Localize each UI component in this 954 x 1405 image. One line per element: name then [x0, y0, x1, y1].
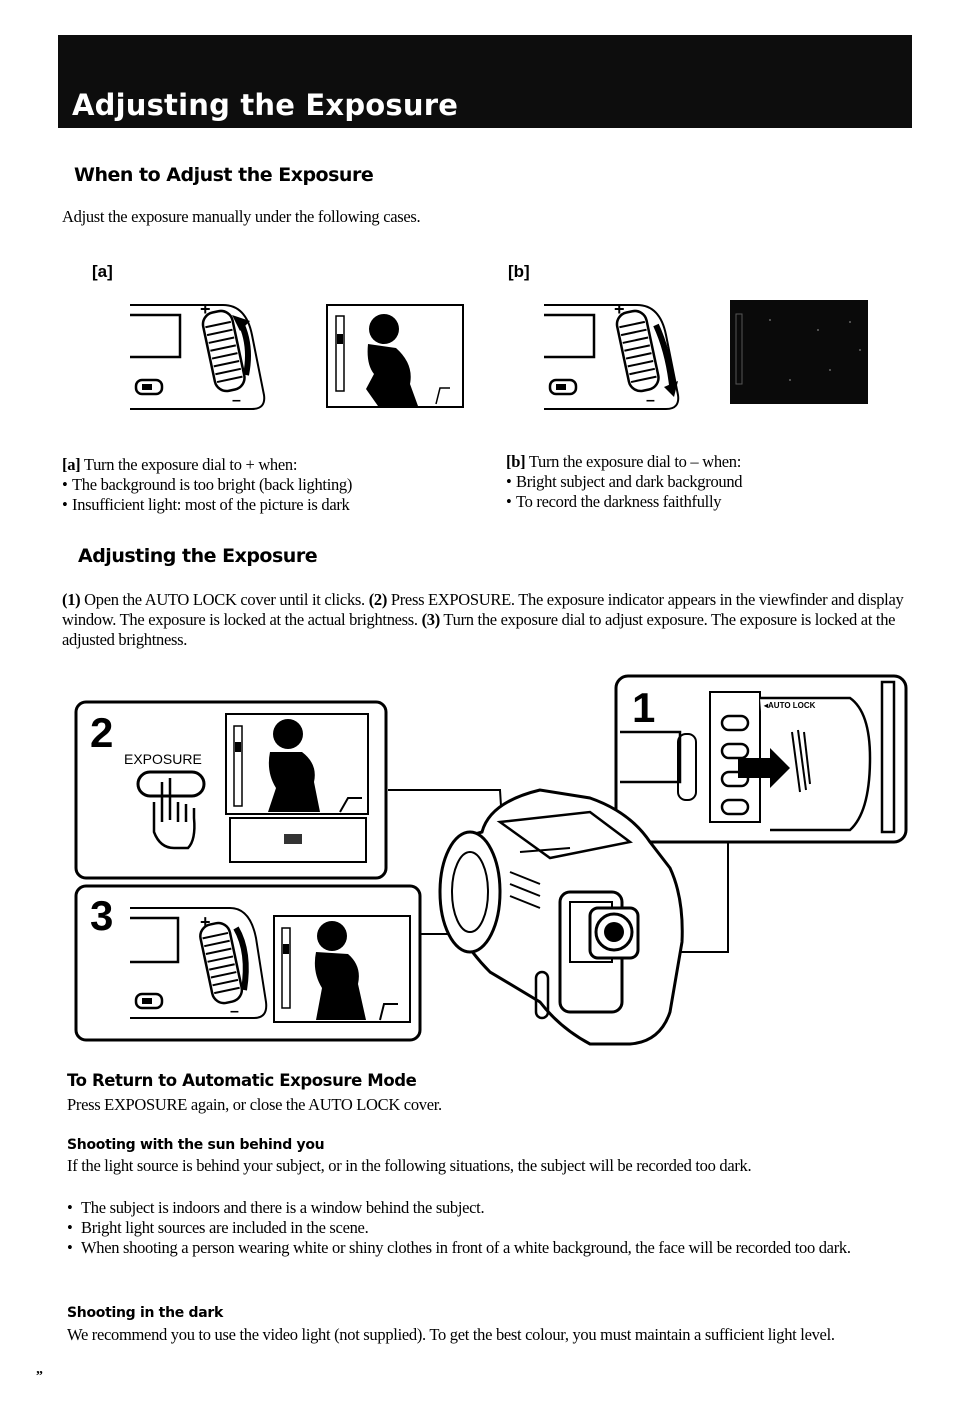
dark-scene-viewfinder [730, 300, 868, 404]
step-3-plus-sign: + [200, 912, 211, 932]
case-b-description: [b] Turn the exposure dial to – when: Br… [506, 452, 926, 512]
page-title: Adjusting the Exposure [72, 88, 459, 122]
step-3-minus-sign: – [230, 1003, 239, 1020]
step1-number: (1) [62, 590, 81, 609]
intro-text: Adjust the exposure manually under the f… [62, 207, 421, 226]
step2-number: (2) [368, 590, 388, 609]
step3-number: (3) [421, 610, 441, 629]
camcorder-icon [438, 788, 684, 1046]
section-heading-adjusting: Adjusting the Exposure [78, 545, 318, 567]
dark-text: We recommend you to use the video light … [67, 1325, 835, 1344]
section-heading-when: When to Adjust the Exposure [74, 164, 374, 186]
sun-heading: Shooting with the sun behind you [67, 1137, 325, 1153]
bright-background-viewfinder [326, 304, 464, 408]
case-a-bullets: The background is too bright (back light… [62, 475, 482, 515]
step-1-number: 1 [632, 684, 655, 731]
exposure-dial-minus-figure: + – [544, 299, 680, 410]
case-a-lead: [a] [62, 455, 81, 474]
minus-sign-b: – [646, 392, 655, 409]
step-2-number: 2 [90, 709, 113, 756]
slide-arrow-icon [738, 748, 790, 788]
sun-bullet: When shooting a person wearing white or … [67, 1238, 912, 1258]
plus-sign-a: + [200, 299, 211, 319]
case-a-bullet: The background is too bright (back light… [62, 475, 482, 495]
step-3-number: 3 [90, 892, 113, 939]
label-b: [b] [508, 262, 530, 281]
return-heading: To Return to Automatic Exposure Mode [67, 1071, 417, 1090]
sun-bullets: The subject is indoors and there is a wi… [67, 1198, 912, 1258]
sun-text: If the light source is behind your subje… [67, 1156, 752, 1175]
minus-sign-a: – [232, 392, 241, 409]
sun-bullet: Bright light sources are included in the… [67, 1218, 912, 1238]
auto-lock-label: ◂AUTO LOCK [763, 701, 816, 710]
case-b-bullets: Bright subject and dark background To re… [506, 472, 926, 512]
step-3-panel: 3 + – [74, 884, 422, 1042]
case-b-bullet: Bright subject and dark background [506, 472, 926, 492]
adjusting-steps-text: (1) Open the AUTO LOCK cover until it cl… [62, 590, 912, 650]
dark-heading: Shooting in the dark [67, 1305, 223, 1321]
case-b-lead: [b] [506, 452, 526, 471]
case-b-title: Turn the exposure dial to – when: [528, 452, 742, 471]
return-text: Press EXPOSURE again, or close the AUTO … [67, 1095, 442, 1114]
case-a-bullet: Insufficient light: most of the picture … [62, 495, 482, 515]
exposure-dial-plus-figure: + – [130, 299, 266, 410]
sun-bullet: The subject is indoors and there is a wi… [67, 1198, 912, 1218]
footer-mark: „ [36, 1362, 43, 1377]
title-banner: Adjusting the Exposure [58, 35, 912, 128]
label-a: [a] [92, 262, 113, 281]
step2-text: Press EXPOSURE. The exposure indicator a… [62, 590, 904, 629]
step3-text: Turn the exposure dial to adjust exposur… [62, 610, 896, 649]
step1-text: Open the AUTO LOCK cover until it clicks… [80, 590, 369, 609]
exposure-button-label: EXPOSURE [124, 751, 202, 767]
step-1-panel: 1 ◂AUTO LOCK [614, 674, 908, 844]
camcorder-step-illustration: 2 EXPOSURE 3 + – [74, 674, 908, 1046]
case-a-title: Turn the exposure dial to + when: [83, 455, 298, 474]
pointing-hand-icon [152, 778, 196, 850]
step-2-panel: 2 EXPOSURE [74, 700, 388, 880]
case-a-description: [a] Turn the exposure dial to + when: Th… [62, 455, 482, 515]
plus-sign-b: + [614, 299, 625, 319]
case-b-bullet: To record the darkness faithfully [506, 492, 926, 512]
